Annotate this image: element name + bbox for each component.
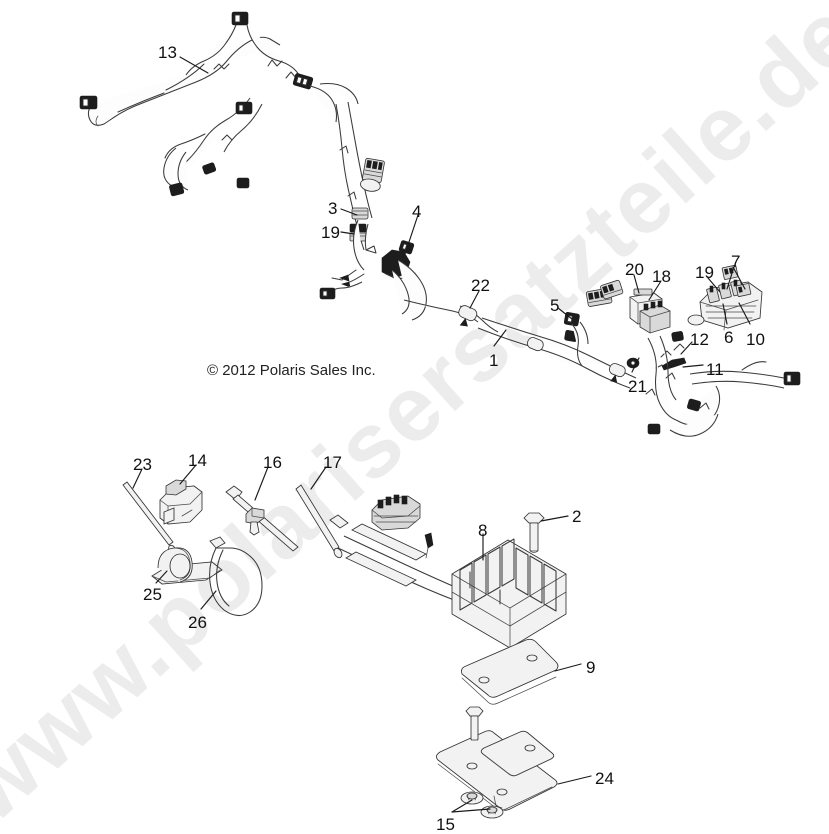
- callout-20: 20: [625, 260, 644, 279]
- callout-6: 6: [724, 328, 734, 347]
- part-11-terminals: [655, 343, 687, 371]
- part-21-grommet: [626, 357, 640, 369]
- part-2-bolt: [523, 512, 545, 553]
- copyright-notice: © 2012 Polaris Sales Inc.: [207, 362, 376, 379]
- part-24-bracket: [435, 730, 558, 811]
- part-12-module: [639, 300, 671, 334]
- callout-8: 8: [478, 521, 488, 540]
- callout-9: 9: [586, 658, 596, 677]
- part-25-clamp: [151, 547, 223, 585]
- part-15-bolt: [465, 706, 484, 741]
- callout-25: 25: [143, 585, 162, 604]
- callout-5: 5: [550, 296, 560, 315]
- callout-19-right: 19: [695, 263, 714, 282]
- harness-rear-13: [79, 11, 359, 127]
- harness-main-trunk-1: [403, 299, 637, 389]
- callout-17: 17: [323, 453, 342, 472]
- part-17-cable-tie: [295, 484, 343, 559]
- harness-left-branch: [163, 97, 263, 197]
- harness-right-cluster: [563, 264, 801, 437]
- callout-21: 21: [628, 377, 647, 396]
- callout-4: 4: [412, 202, 422, 221]
- harness-center: [319, 101, 427, 321]
- callout-15: 15: [436, 815, 455, 834]
- callout-18: 18: [652, 267, 671, 286]
- callout-26: 26: [188, 613, 207, 632]
- part-26-loop-tie: [209, 536, 263, 617]
- part-16-tie-mount: [225, 485, 299, 552]
- part-8-regulator: [329, 494, 567, 649]
- callout-12: 12: [690, 330, 709, 349]
- part-9-plate: [461, 638, 559, 705]
- callout-11: 11: [706, 360, 724, 379]
- callout-7: 7: [731, 252, 741, 271]
- callout-23: 23: [133, 455, 152, 474]
- callout-22: 22: [471, 276, 490, 295]
- regulator-body: [451, 538, 567, 649]
- callout-16: 16: [263, 453, 282, 472]
- part-fuse-block: [687, 279, 763, 331]
- callout-14: 14: [188, 451, 207, 470]
- part-14-clip: [159, 479, 203, 525]
- callout-19-upper: 19: [321, 223, 340, 242]
- callout-13: 13: [158, 43, 177, 62]
- callout-2: 2: [572, 507, 582, 526]
- callout-24: 24: [595, 769, 614, 788]
- callout-leader-lines: [132, 56, 751, 813]
- callout-3: 3: [328, 199, 338, 218]
- callout-10: 10: [746, 330, 765, 349]
- part-22-clamp: [458, 305, 478, 327]
- callout-1: 1: [489, 351, 499, 370]
